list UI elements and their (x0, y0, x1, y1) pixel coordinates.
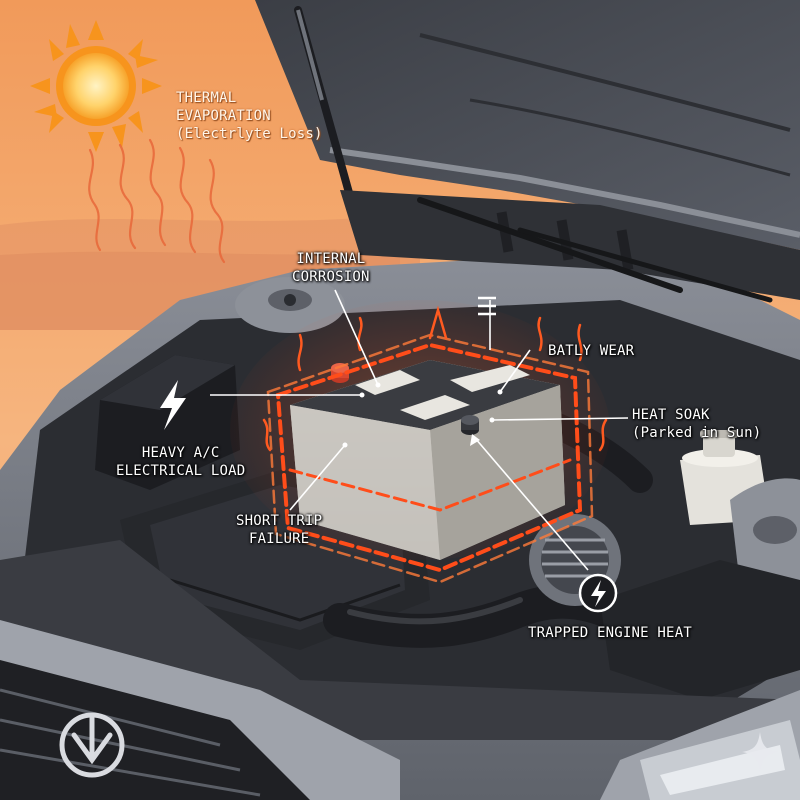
thermal-evaporation-label: THERMAL EVAPORATION (Electrlyte Loss) (176, 90, 323, 142)
leader-lines (210, 289, 629, 571)
sparkle-icon (742, 732, 778, 772)
heavy-ac-load-label: HEAVY A/C ELECTRICAL LOAD (116, 445, 246, 479)
heat-flame-marks (262, 305, 608, 452)
wear-indicator-icon (478, 296, 496, 316)
battery-wear-label: BATLY WEAR (548, 343, 635, 359)
air-filter-box (600, 560, 800, 700)
strut-tower-left (235, 277, 345, 333)
lightning-icon (160, 380, 186, 430)
internal-corrosion-label: INTERNAL CORROSION (292, 251, 370, 285)
car-logo-icon (59, 712, 125, 778)
trapped-engine-heat-label: TRAPPED ENGINE HEAT (528, 625, 692, 641)
battery-terminal-negative (461, 415, 479, 435)
short-trip-failure-label: SHORT TRIP FAILURE (236, 513, 323, 547)
front-grille (0, 660, 310, 800)
heat-soak-label: HEAT SOAK (Parked in Sun) (632, 407, 762, 441)
car-hood (255, 0, 800, 250)
sun-icon (30, 20, 162, 152)
clock-bolt-icon (578, 573, 618, 613)
heat-waves (88, 138, 226, 264)
strut-tower-right (730, 478, 800, 590)
